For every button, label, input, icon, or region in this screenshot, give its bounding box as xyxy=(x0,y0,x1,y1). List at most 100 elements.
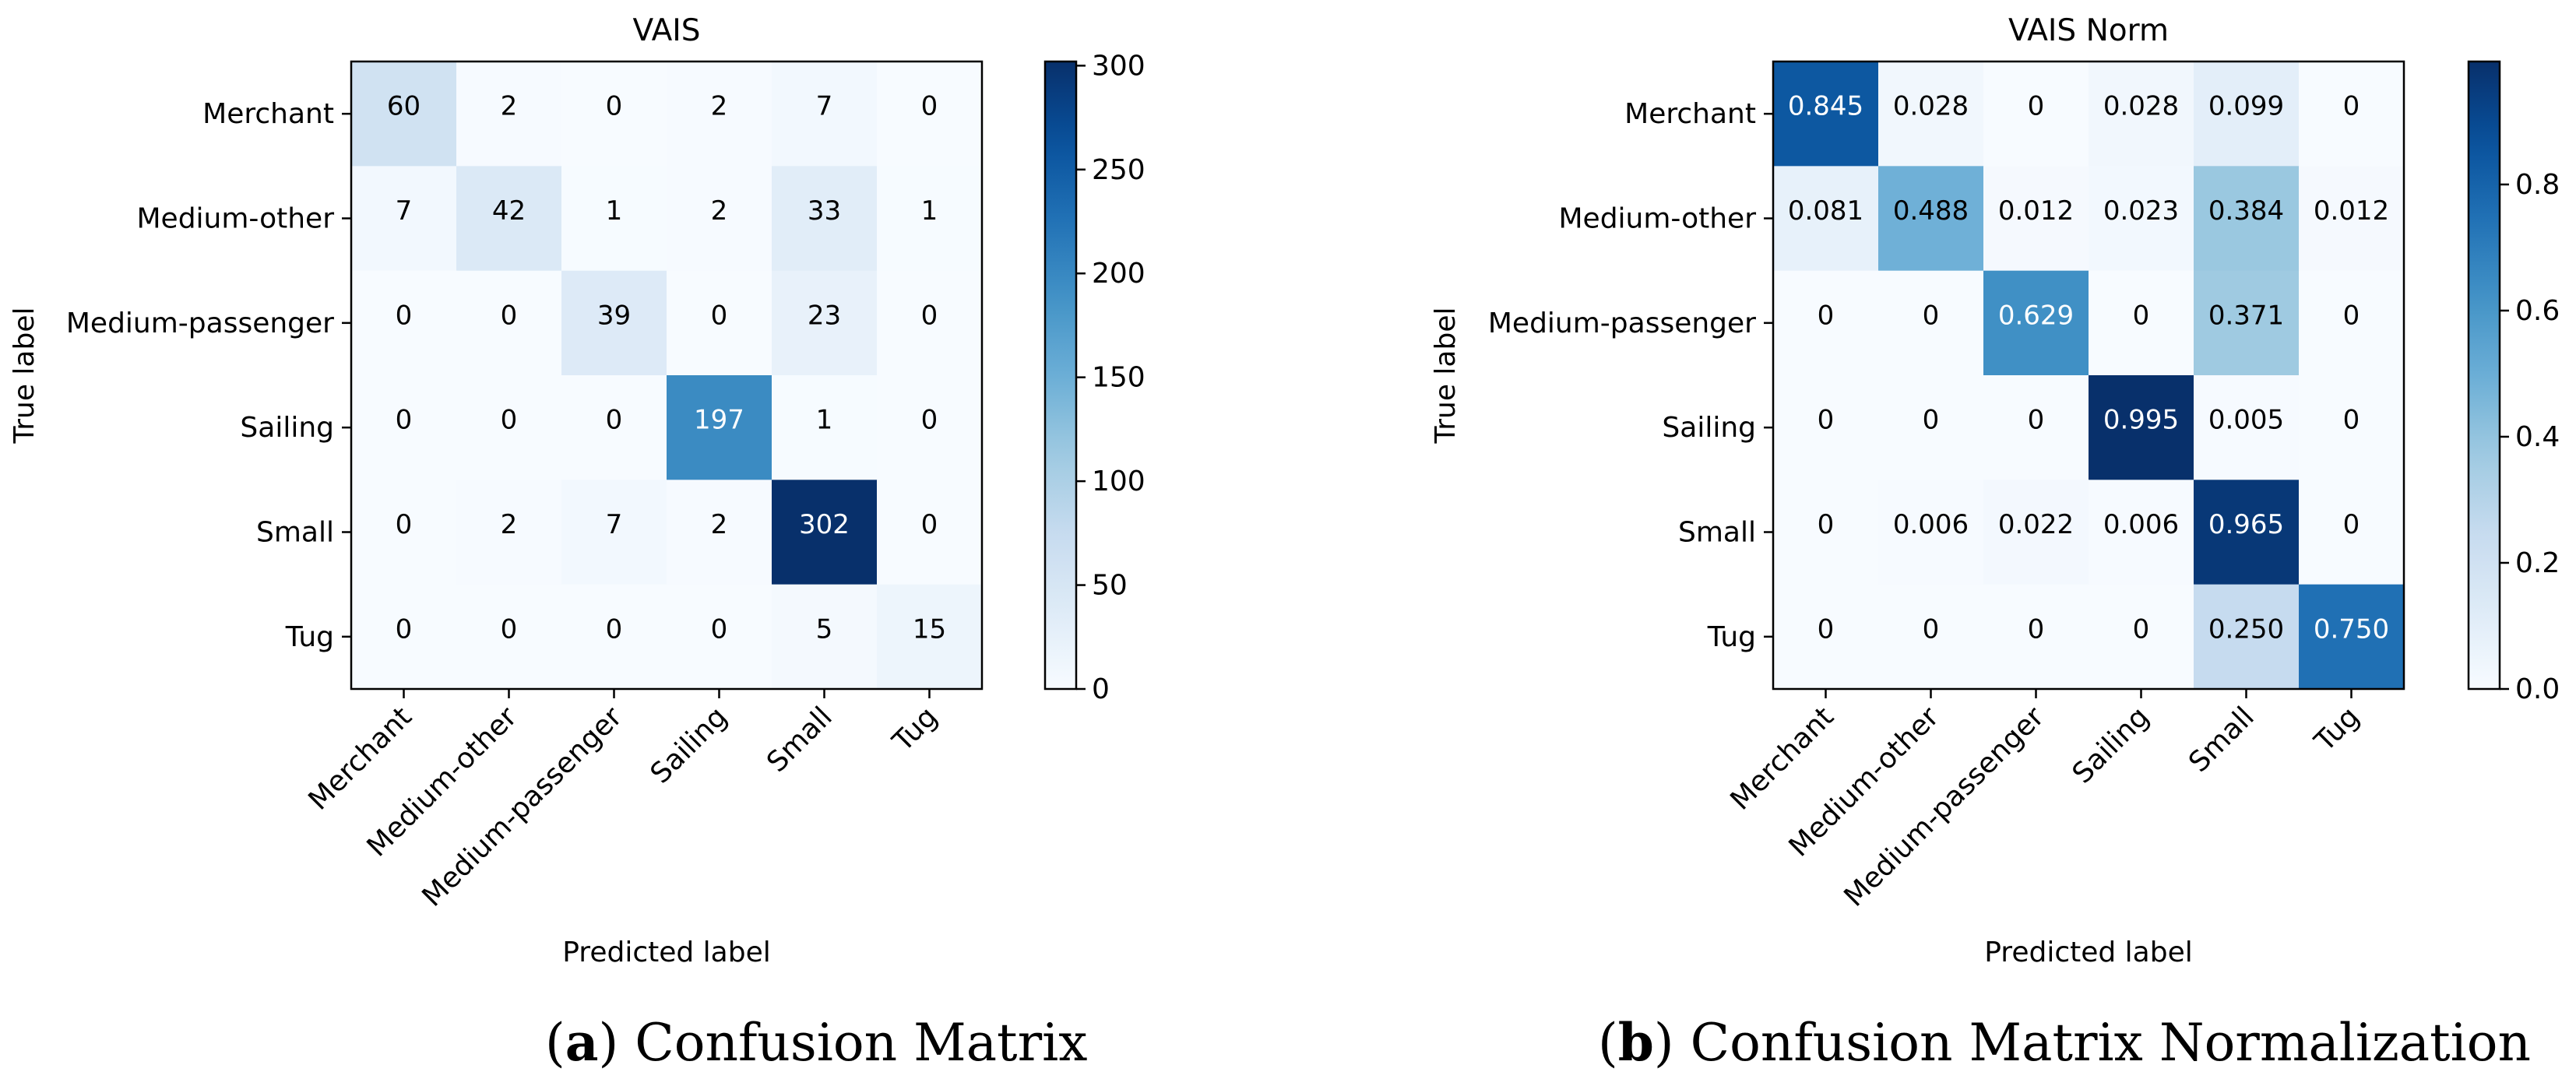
cell-value-label: 0 xyxy=(921,300,938,331)
heatmap-cell xyxy=(1983,480,2089,585)
cell-value-label: 7 xyxy=(396,195,413,227)
chart-title: VAIS xyxy=(632,13,700,48)
cell-value-label: 0 xyxy=(396,300,413,331)
cell-value-label: 0 xyxy=(501,613,518,645)
heatmap-cell xyxy=(351,62,457,167)
colorbar xyxy=(2467,60,2501,691)
heatmap-cell xyxy=(667,166,772,272)
heatmap-cell xyxy=(2299,166,2405,272)
cell-value-label: 0 xyxy=(501,300,518,331)
y-axis-label: True label xyxy=(1430,308,1462,445)
heatmap-cell xyxy=(351,480,457,585)
cell-value-label: 0 xyxy=(606,613,623,645)
y-tick-label: Medium-other xyxy=(1558,203,1756,235)
cell-value-label: 0 xyxy=(396,613,413,645)
heatmap-cell xyxy=(667,62,772,167)
heatmap-cell xyxy=(2194,480,2300,585)
heatmap-cell xyxy=(456,62,562,167)
heatmap-cell xyxy=(1773,166,1879,272)
heatmap-cell xyxy=(1773,375,1879,480)
y-tick-label: Sailing xyxy=(240,412,334,444)
y-tick-label: Merchant xyxy=(1624,98,1756,130)
heatmap-cell xyxy=(772,584,878,690)
caption-paren: ( xyxy=(1598,1013,1618,1073)
heatmap-cell xyxy=(2089,375,2194,480)
caption-text: ) Confusion Matrix Normalization xyxy=(1654,1013,2531,1073)
colorbar-tick-label: 0.8 xyxy=(2515,169,2560,201)
cell-value-label: 0.099 xyxy=(2208,91,2284,122)
cell-value-label: 0.012 xyxy=(1998,195,2074,227)
heatmap-cell xyxy=(2089,62,2194,167)
cell-value-label: 0.371 xyxy=(2208,300,2284,331)
cell-value-label: 197 xyxy=(694,405,744,436)
x-tick-label: Medium-passenger xyxy=(417,701,628,912)
cell-value-label: 0 xyxy=(1923,300,1940,331)
cell-value-label: 0.023 xyxy=(2103,195,2179,227)
y-tick-label: Merchant xyxy=(202,98,334,130)
heatmap-cell xyxy=(1773,480,1879,585)
heatmap-cell xyxy=(1878,166,1984,272)
y-tick-label: Medium-passenger xyxy=(66,308,334,339)
cell-value-label: 1 xyxy=(606,195,623,227)
cell-value-label: 0 xyxy=(1923,405,1940,436)
caption-letter: b xyxy=(1618,1012,1654,1073)
heatmap-cell xyxy=(561,375,667,480)
heatmap-cell xyxy=(456,270,562,376)
heatmap-cell xyxy=(1983,375,2089,480)
chart-title: VAIS Norm xyxy=(2008,13,2169,48)
cell-value-label: 0.028 xyxy=(1893,91,1969,122)
heatmap-cell xyxy=(2299,480,2405,585)
figure-caption: (a) Confusion Matrix xyxy=(545,1012,1087,1073)
heatmap-cell xyxy=(667,584,772,690)
x-axis-label: Predicted label xyxy=(562,937,771,968)
heatmap-cell xyxy=(351,375,457,480)
cell-value-label: 0 xyxy=(921,91,938,122)
heatmap-cell xyxy=(351,270,457,376)
heatmap-cell xyxy=(456,375,562,480)
cell-value-label: 0.022 xyxy=(1998,509,2074,540)
cell-value-label: 0 xyxy=(921,405,938,436)
cell-value-label: 0 xyxy=(2133,613,2150,645)
heatmap-cell xyxy=(2194,62,2300,167)
heatmap-cell xyxy=(2299,584,2405,690)
cell-value-label: 0.081 xyxy=(1788,195,1863,227)
cell-value-label: 7 xyxy=(816,91,833,122)
cell-value-label: 0 xyxy=(2343,300,2360,331)
heatmap-cell xyxy=(772,375,878,480)
y-tick-label: Small xyxy=(1678,517,1756,549)
cell-value-label: 2 xyxy=(711,91,728,122)
colorbar-tick-label: 0.2 xyxy=(2515,547,2560,579)
heatmap-cell xyxy=(2299,62,2405,167)
cell-value-label: 0 xyxy=(1818,509,1835,540)
cell-value-label: 0 xyxy=(711,300,728,331)
heatmap-cell xyxy=(351,584,457,690)
x-tick-label: Small xyxy=(2183,701,2261,778)
cell-value-label: 2 xyxy=(711,509,728,540)
heatmap-cell xyxy=(351,166,457,272)
cell-value-label: 0.488 xyxy=(1893,195,1969,227)
heatmap-cell xyxy=(877,270,983,376)
cell-value-label: 5 xyxy=(816,613,833,645)
heatmap-cell xyxy=(2089,166,2194,272)
cell-value-label: 0.965 xyxy=(2208,509,2284,540)
cell-value-label: 0 xyxy=(2343,405,2360,436)
y-axis-label: True label xyxy=(9,308,40,445)
cell-value-label: 0 xyxy=(1923,613,1940,645)
heatmap-cell xyxy=(877,584,983,690)
cell-value-label: 0 xyxy=(2343,509,2360,540)
cell-value-label: 302 xyxy=(799,509,850,540)
heatmap-cell xyxy=(877,375,983,480)
x-tick-label: Merchant xyxy=(302,701,417,816)
heatmap-cell xyxy=(1983,166,2089,272)
cell-value-label: 0.384 xyxy=(2208,195,2284,227)
y-tick-label: Medium-passenger xyxy=(1488,308,1756,339)
cell-value-label: 0 xyxy=(711,613,728,645)
cell-value-label: 0 xyxy=(396,405,413,436)
cell-value-label: 0 xyxy=(2028,613,2045,645)
colorbar-tick-label: 0.4 xyxy=(2515,421,2560,453)
heatmap-cell xyxy=(877,480,983,585)
heatmap-cell xyxy=(667,270,772,376)
heatmap-cell xyxy=(561,480,667,585)
cell-value-label: 0 xyxy=(1818,405,1835,436)
heatmap-cell xyxy=(561,166,667,272)
